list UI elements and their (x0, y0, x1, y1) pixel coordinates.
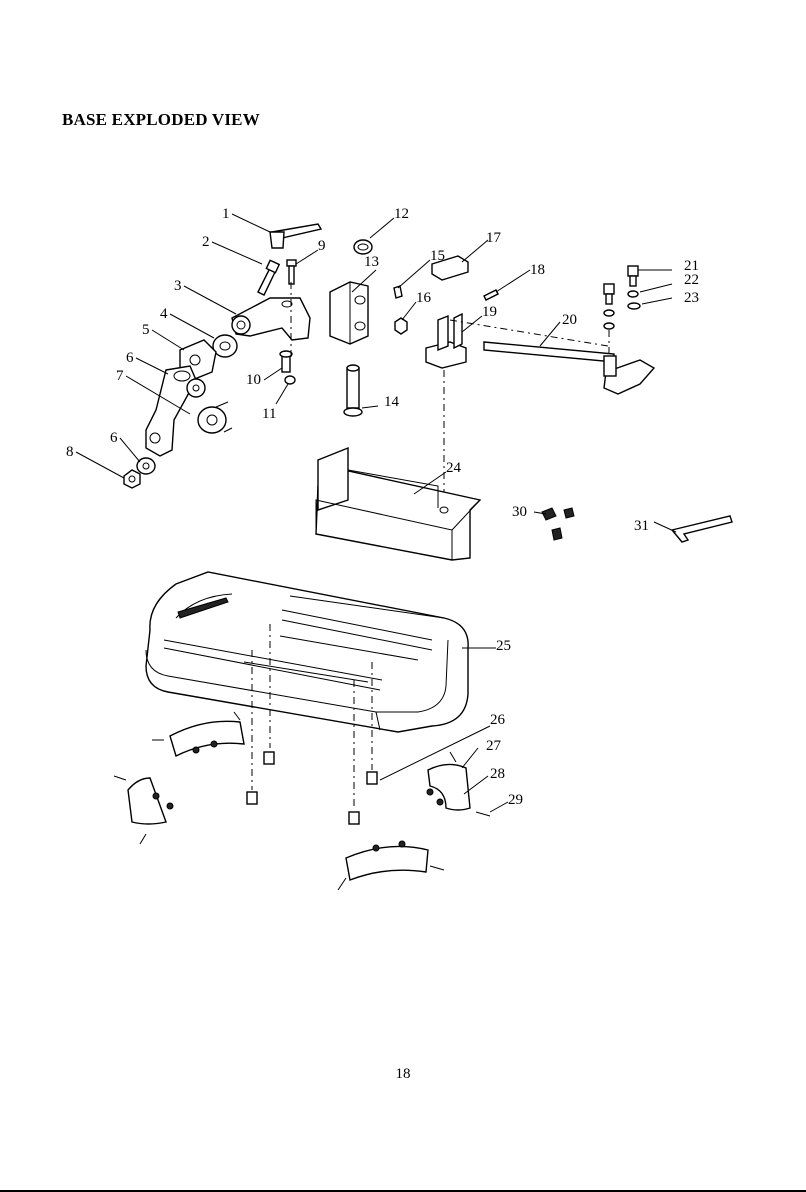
label-14: 14 (384, 394, 400, 410)
label-3: 3 (174, 278, 182, 294)
label-15: 15 (430, 248, 445, 264)
part-31-hex-key (672, 516, 732, 542)
label-24: 24 (446, 460, 462, 476)
part-19-fence-bracket (426, 314, 466, 368)
part-6-washer-a (187, 379, 205, 397)
label-19: 19 (482, 304, 497, 320)
label-11: 11 (262, 406, 276, 422)
part-14-post (344, 365, 362, 416)
part-3-clamp-body (232, 298, 310, 340)
label-10: 10 (246, 372, 261, 388)
label-4: 4 (160, 306, 168, 322)
part-10-stud (280, 351, 292, 372)
label-23: 23 (684, 290, 699, 306)
label-1: 1 (222, 206, 230, 222)
label-25: 25 (496, 638, 511, 654)
part-7-swing-arm (146, 366, 196, 456)
part-16-nut (395, 318, 407, 334)
part-27-foot (128, 721, 470, 880)
label-27: 27 (486, 738, 502, 754)
label-28: 28 (490, 766, 505, 782)
part-2-bolt (258, 260, 279, 295)
label-13: 13 (364, 254, 379, 270)
label-9: 9 (318, 238, 326, 254)
label-2: 2 (202, 234, 210, 250)
label-17: 17 (486, 230, 502, 246)
part-4-washer (213, 335, 237, 357)
part-26-bolts (247, 752, 377, 824)
label-6b: 6 (110, 430, 118, 446)
label-26: 26 (490, 712, 506, 728)
label-18: 18 (530, 262, 545, 278)
label-30: 30 (512, 504, 527, 520)
part-11-nut (285, 376, 295, 384)
label-8: 8 (66, 444, 74, 460)
label-5: 5 (142, 322, 150, 338)
label-31: 31 (634, 518, 649, 534)
label-29: 29 (508, 792, 523, 808)
part-7-bushing (198, 402, 232, 433)
part-8-nut (124, 470, 140, 488)
part-12-ring (354, 240, 372, 254)
part-25-base-table (146, 572, 468, 732)
part-9-screw (287, 260, 296, 284)
part-6-washer-b (137, 458, 155, 474)
label-12: 12 (394, 206, 409, 222)
part-30-screws (542, 508, 574, 540)
label-6a: 6 (126, 350, 134, 366)
part-13-bracket (330, 282, 368, 344)
label-22: 22 (684, 272, 699, 288)
label-16: 16 (416, 290, 432, 306)
label-7: 7 (116, 368, 124, 384)
part-20-rod (484, 342, 654, 394)
label-20: 20 (562, 312, 577, 328)
page-number: 18 (0, 1066, 806, 1083)
part-21-screw (604, 266, 638, 304)
part-1-lever-handle (270, 224, 321, 248)
part-28-pads (153, 741, 443, 851)
